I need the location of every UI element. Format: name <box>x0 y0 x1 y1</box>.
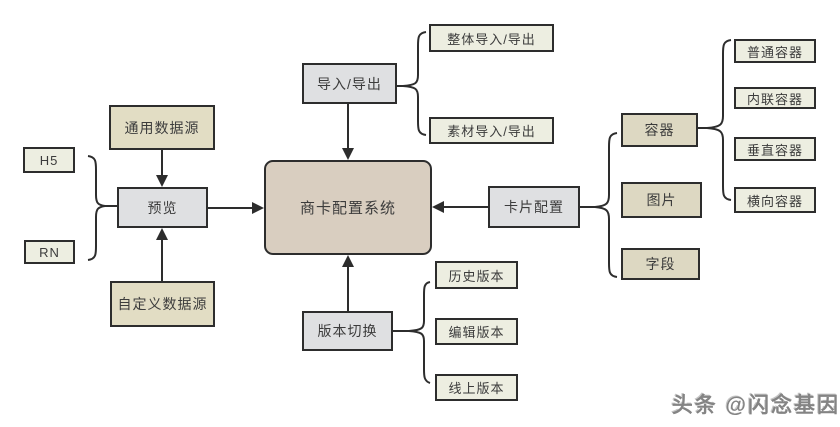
node-import-export: 导入/导出 <box>302 63 397 104</box>
node-version-switch: 版本切换 <box>302 311 393 351</box>
brace-card-config-children <box>580 132 618 278</box>
node-material-import-export: 素材导入/导出 <box>429 117 554 144</box>
node-common-datasource: 通用数据源 <box>109 105 215 150</box>
node-whole-import-export: 整体导入/导出 <box>429 24 554 52</box>
node-preview: 预览 <box>117 187 208 228</box>
arrow-preview-to-main <box>208 202 264 214</box>
node-inline-container: 内联容器 <box>734 87 816 109</box>
node-h5: H5 <box>23 147 75 173</box>
arrow-version-switch-to-main <box>342 255 354 311</box>
node-edit-version: 编辑版本 <box>435 318 518 345</box>
brace-version-switch-children <box>393 281 431 384</box>
arrow-common-datasource-to-preview <box>156 150 168 187</box>
node-container: 容器 <box>621 113 698 147</box>
node-horizontal-container: 横向容器 <box>734 187 816 213</box>
node-online-version: 线上版本 <box>435 374 518 401</box>
node-history-version: 历史版本 <box>435 261 518 289</box>
watermark-text: 头条 @闪念基因 <box>671 394 840 417</box>
node-vertical-container: 垂直容器 <box>734 137 816 161</box>
node-field: 字段 <box>621 248 700 280</box>
node-custom-datasource: 自定义数据源 <box>110 281 215 327</box>
brace-import-export-children <box>397 31 427 136</box>
brace-container-children <box>698 39 732 201</box>
node-normal-container: 普通容器 <box>734 39 816 63</box>
arrow-import-export-to-main <box>342 104 354 160</box>
arrow-card-config-to-main <box>432 201 488 213</box>
node-rn: RN <box>24 240 75 264</box>
node-image: 图片 <box>621 182 702 218</box>
brace-h5-rn-to-preview <box>87 155 117 261</box>
node-main-system: 商卡配置系统 <box>264 160 432 255</box>
arrow-custom-datasource-to-preview <box>156 228 168 281</box>
node-card-config: 卡片配置 <box>488 186 580 228</box>
